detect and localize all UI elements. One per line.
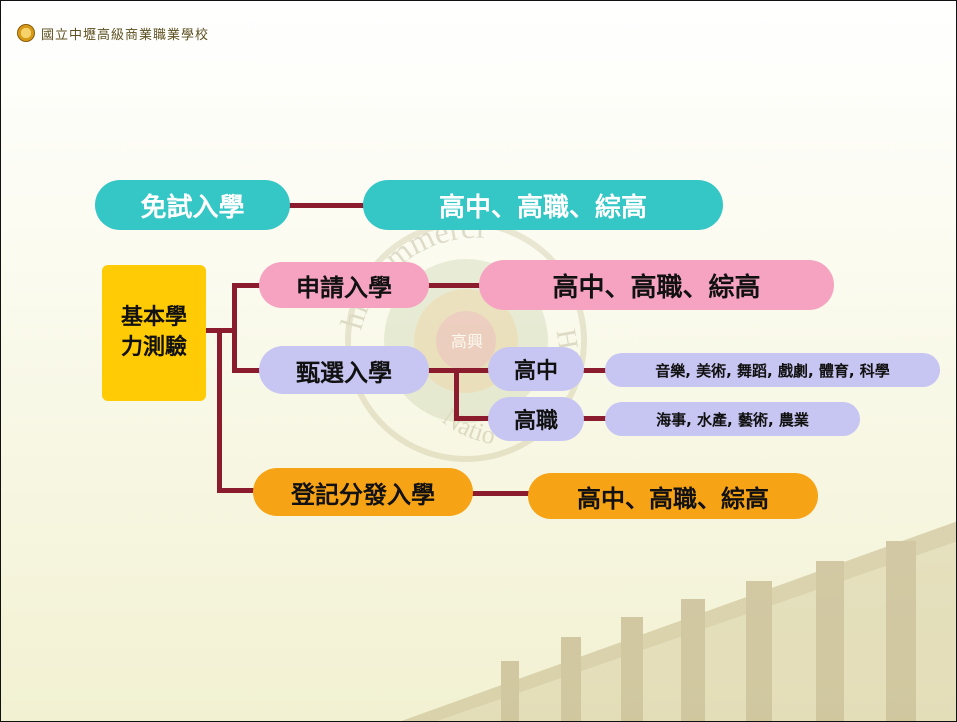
connector-line xyxy=(454,416,494,421)
emblem-center-text: 高興 xyxy=(451,333,483,351)
school-name: 國立中壢高級商業職業學校 xyxy=(41,27,210,43)
connector-line xyxy=(454,368,459,421)
registration-node: 登記分發入學 xyxy=(253,468,473,516)
connector-line xyxy=(232,283,237,373)
connector-line xyxy=(581,368,609,373)
connector-line xyxy=(581,416,609,421)
selection-node: 甄選入學 xyxy=(259,346,429,394)
connector-line xyxy=(217,333,222,493)
header: 國立中壢高級商業職業學校 xyxy=(17,23,209,43)
connector-line xyxy=(206,328,234,333)
apply-node: 申請入學 xyxy=(259,262,429,308)
school-building-image xyxy=(401,521,956,721)
connector-line xyxy=(232,283,262,288)
school-logo-icon xyxy=(17,24,35,42)
basic-test-node: 基本學力測驗 xyxy=(102,265,206,401)
selection-vocational-node: 高職 xyxy=(488,397,584,441)
connector-line xyxy=(217,488,257,493)
connector-line xyxy=(281,203,371,208)
selection-vocational-fields-node: 海事, 水產, 藝術, 農業 xyxy=(605,402,860,436)
selection-highschool-fields-node: 音樂, 美術, 舞蹈, 戲劇, 體育, 科學 xyxy=(605,353,940,387)
connector-line xyxy=(232,368,262,373)
apply-target-node: 高中、高職、綜高 xyxy=(479,260,834,310)
selection-highschool-node: 高中 xyxy=(488,347,584,391)
exam-free-target-node: 高中、高職、綜高 xyxy=(363,180,723,230)
connector-line xyxy=(471,491,536,496)
registration-target-node: 高中、高職、綜高 xyxy=(528,473,818,519)
exam-free-node: 免試入學 xyxy=(95,180,290,230)
connector-line xyxy=(426,283,481,288)
